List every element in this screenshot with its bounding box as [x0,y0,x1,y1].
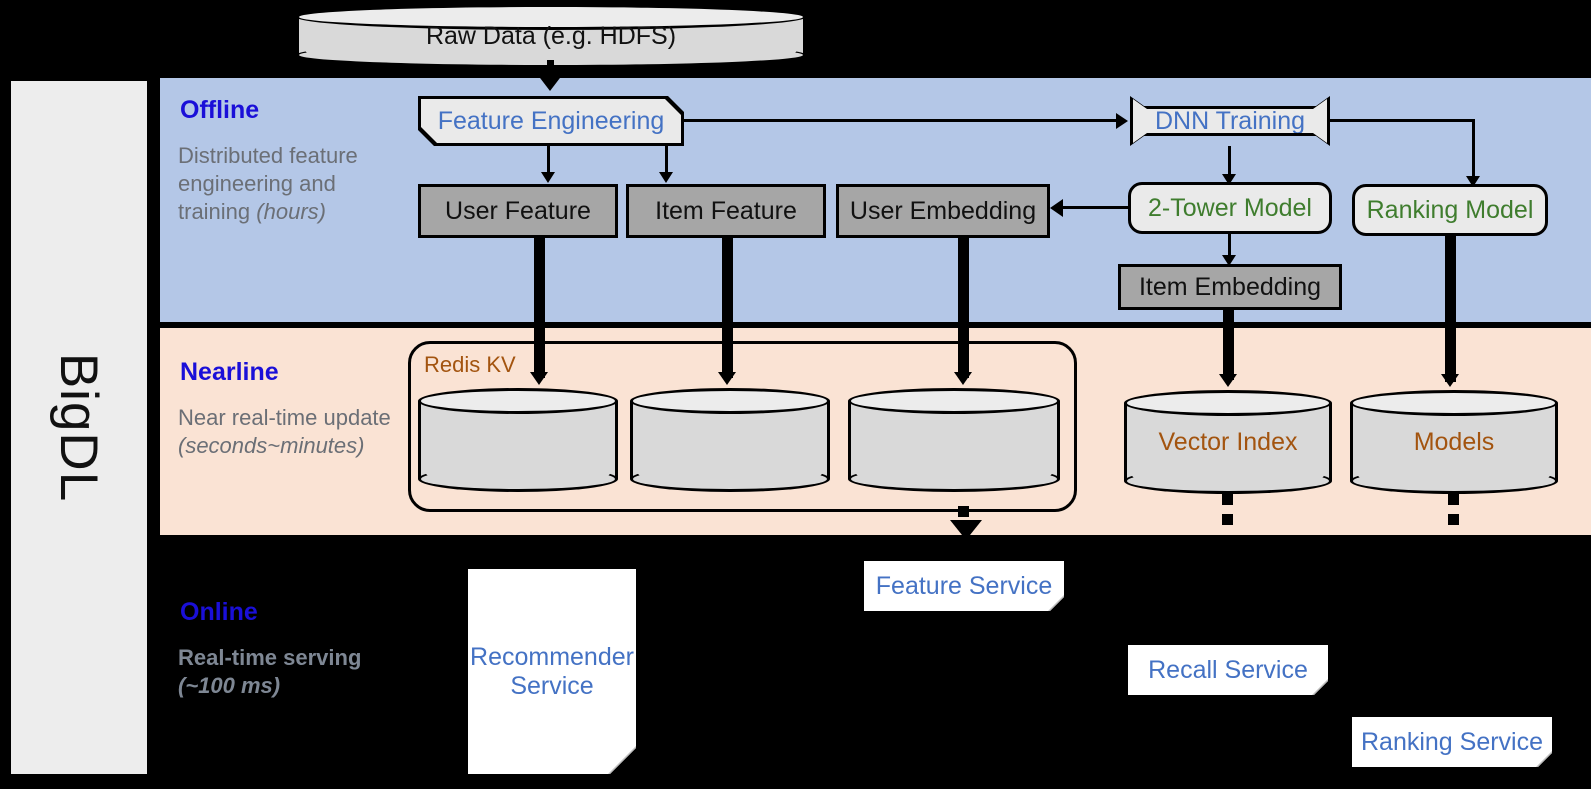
arrowhead-fe-itemfeature [659,172,673,183]
connector-rawdata-fe [547,60,554,82]
redis-kv-label: Redis KV [424,352,516,377]
online-subtitle-main: Real-time serving [178,645,362,670]
arrowhead-userfeature-store [530,372,548,385]
dash-models-1 [1448,494,1459,505]
ranking-model-node[interactable]: Ranking Model [1352,184,1548,236]
connector-dnn-ranking-h [1330,119,1475,122]
arrowhead-userembedding-store [954,372,972,385]
cylinder-top [1124,390,1332,416]
dash-models-2 [1448,514,1459,525]
recall-service-label: Recall Service [1148,655,1308,684]
kv-store-user-feature[interactable] [418,388,618,492]
recall-service-node[interactable]: Recall Service [1128,645,1328,695]
ranking-model-label: Ranking Model [1366,195,1534,224]
offline-subtitle-main: Distributed feature engineering and trai… [178,143,358,225]
models-store[interactable]: Models [1350,390,1558,494]
feature-engineering-label: Feature Engineering [421,99,681,143]
arrowhead-dnn-ranking [1466,176,1480,187]
online-subtitle-em: (~100 ms) [178,673,281,699]
pipe-itemfeature-store [722,238,733,378]
pipe-itememb-vectorindex [1223,310,1234,380]
cylinder-bottom [1124,468,1332,494]
kv-store-user-embedding[interactable] [848,388,1060,492]
recommender-service-label: Recommender Service [470,642,634,700]
arrowhead-fe-userfeature [541,172,555,183]
kv-store-item-feature[interactable] [630,388,830,492]
two-tower-model-node[interactable]: 2-Tower Model [1128,182,1332,234]
arrowhead-itememb-vectorindex [1219,374,1237,387]
raw-data-label: Raw Data (e.g. HDFS) [425,21,677,50]
item-embedding-node[interactable]: Item Embedding [1118,264,1342,310]
kv-store-1-label [418,388,618,492]
feature-engineering-node[interactable]: Feature Engineering [418,96,684,146]
cylinder-bottom [848,466,1060,492]
recommender-service-node[interactable]: Recommender Service [468,569,636,774]
feature-service-node[interactable]: Feature Service [864,561,1064,611]
bigdl-platform-rail: BigDL [8,78,150,777]
cylinder-bottom [630,466,830,492]
models-label: Models [1413,427,1495,456]
feature-service-label: Feature Service [875,571,1053,600]
user-embedding-label: User Embedding [849,196,1037,225]
cylinder-top [296,4,806,30]
cylinder-top [630,388,830,414]
ranking-service-node[interactable]: Ranking Service [1352,717,1552,767]
arrowhead-dnn-twotower [1222,174,1236,185]
offline-title: Offline [180,96,260,124]
item-embedding-label: Item Embedding [1138,272,1322,301]
nearline-subtitle-em: (seconds~minutes) [178,433,365,459]
nearline-subtitle-main: Near real-time update [178,405,391,430]
item-feature-label: Item Feature [655,196,797,225]
arrowhead-rankingmodel-models [1441,374,1459,387]
bigdl-label: BigDL [49,352,109,503]
kv-store-3-label [848,388,1060,492]
user-feature-node[interactable]: User Feature [418,184,618,238]
dash-vectorindex-2 [1222,514,1233,525]
redis-kv-container [408,341,1077,512]
arrowhead-itemfeature-store [718,372,736,385]
pipe-userembedding-store [958,238,969,378]
arrowhead-fe-dnn [1116,113,1128,129]
user-embedding-node[interactable]: User Embedding [836,184,1050,238]
online-title: Online [180,598,258,626]
arrowhead-twotower-userembedding [1050,199,1063,217]
offline-subtitle-em: (hours) [256,199,326,225]
dash-vectorindex-1 [1222,494,1233,505]
pipe-userfeature-store [534,238,545,378]
cylinder-top [1350,390,1558,416]
arrowhead-redis-featureservice [950,520,982,540]
arrowhead-twotower-itememb [1222,255,1236,266]
vector-index-label: Vector Index [1158,427,1298,456]
pipe-rankingmodel-models [1445,236,1456,382]
raw-data-store: Raw Data (e.g. HDFS) [296,4,806,68]
dash-redis-featureservice [958,506,969,517]
user-feature-label: User Feature [445,196,591,225]
nearline-title: Nearline [180,358,279,386]
online-subtitle: Real-time serving (~100 ms) [178,644,408,700]
nearline-subtitle: Near real-time update (seconds~minutes) [178,404,408,460]
ranking-service-label: Ranking Service [1360,727,1544,756]
arrowhead-rawdata-fe [537,74,563,91]
cylinder-bottom [1350,468,1558,494]
kv-store-2-label [630,388,830,492]
connector-fe-userfeature [547,146,550,176]
connector-fe-dnn [684,119,1116,122]
cylinder-bottom [418,466,618,492]
cylinder-top [848,388,1060,414]
offline-subtitle: Distributed feature engineering and trai… [178,142,408,226]
connector-dnn-twotower [1228,146,1231,178]
item-feature-node[interactable]: Item Feature [626,184,826,238]
connector-dnn-ranking-v [1472,119,1475,181]
cylinder-top [418,388,618,414]
vector-index-store[interactable]: Vector Index [1124,390,1332,494]
connector-twotower-userembedding [1062,206,1130,209]
two-tower-model-label: 2-Tower Model [1148,193,1312,222]
connector-fe-itemfeature [665,146,668,176]
connector-twotower-itememb [1228,234,1231,262]
